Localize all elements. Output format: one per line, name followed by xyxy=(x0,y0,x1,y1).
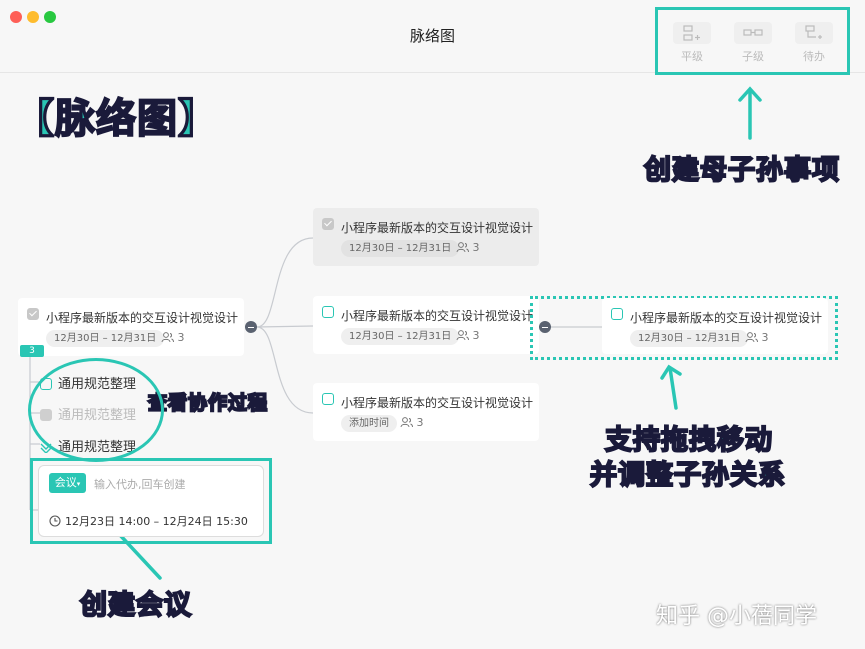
collapse-branch-button[interactable] xyxy=(539,321,551,333)
minimize-window-button[interactable] xyxy=(27,11,39,23)
subtask-count-badge[interactable]: 3 xyxy=(20,345,44,357)
task-title: 小程序最新版本的交互设计视觉设计 xyxy=(341,396,534,410)
todo-node-icon xyxy=(795,22,833,44)
task-members[interactable]: 3 xyxy=(161,331,185,344)
node-toolbar: 平级 子级 待办 xyxy=(655,7,850,75)
add-child-button[interactable]: 子级 xyxy=(728,22,778,64)
meeting-type-dropdown[interactable]: 会议▾ xyxy=(49,473,86,493)
meeting-highlight-box xyxy=(30,458,272,544)
members-icon xyxy=(745,332,758,343)
window-title: 脉络图 xyxy=(409,27,455,45)
members-count: 3 xyxy=(416,416,424,429)
clock-icon xyxy=(49,515,61,527)
add-time-button[interactable]: 添加时间 xyxy=(341,415,397,432)
members-icon xyxy=(161,332,174,343)
view-collab-annotation: 查看协作过程 xyxy=(147,391,269,415)
close-window-button[interactable] xyxy=(10,11,22,23)
collapse-branch-button[interactable] xyxy=(245,321,257,333)
add-sibling-button[interactable]: 平级 xyxy=(667,22,717,64)
title-bar: 脉络图 xyxy=(0,0,865,73)
task-checkbox[interactable] xyxy=(27,308,39,320)
create-meeting-annotation: 创建会议 xyxy=(79,589,192,622)
drag-highlight-box xyxy=(530,296,838,360)
task-checkbox[interactable] xyxy=(322,306,334,318)
drag-move-annotation-2: 并调整子孙关系 xyxy=(589,459,786,492)
task-checkbox[interactable] xyxy=(322,218,334,230)
meeting-type-label: 会议 xyxy=(54,476,77,489)
members-count: 3 xyxy=(177,331,185,344)
add-sibling-label: 平级 xyxy=(681,50,703,63)
members-count: 3 xyxy=(761,331,769,344)
task-date-range[interactable]: 12月30日 – 12月31日 xyxy=(341,240,460,257)
task-date-range[interactable]: 12月30日 – 12月31日 xyxy=(46,330,165,347)
meeting-creator: 会议▾ 输入代办,回车创建 12月23日 14:00 – 12月24日 15:3… xyxy=(38,465,264,537)
task-members[interactable]: 3 xyxy=(400,416,424,429)
task-title: 小程序最新版本的交互设计视觉设计 xyxy=(341,221,534,235)
members-count: 3 xyxy=(472,241,480,254)
drag-move-annotation-1: 支持拖拽移动 xyxy=(604,424,773,457)
task-checkbox[interactable] xyxy=(611,308,623,320)
task-title: 小程序最新版本的交互设计视觉设计 xyxy=(630,311,823,325)
members-icon xyxy=(456,330,469,341)
task-date-range[interactable]: 12月30日 – 12月31日 xyxy=(341,328,460,345)
branch-task-card[interactable]: 小程序最新版本的交互设计视觉设计 添加时间 3 xyxy=(313,383,539,441)
chevron-down-icon: ▾ xyxy=(76,480,81,488)
header-annotation: 【脉络图】 xyxy=(13,95,219,143)
members-count: 3 xyxy=(472,329,480,342)
create-children-annotation: 创建母子孙事项 xyxy=(643,154,840,187)
branch-task-card[interactable]: 小程序最新版本的交互设计视觉设计 12月30日 – 12月31日 3 xyxy=(313,208,539,266)
add-child-label: 子级 xyxy=(742,50,764,63)
child-task-card[interactable]: 小程序最新版本的交互设计视觉设计 12月30日 – 12月31日 3 xyxy=(602,298,828,354)
meeting-time-range[interactable]: 12月23日 14:00 – 12月24日 15:30 xyxy=(49,513,248,529)
members-icon xyxy=(400,417,413,428)
branch-task-card[interactable]: 小程序最新版本的交互设计视觉设计 12月30日 – 12月31日 3 xyxy=(313,296,539,354)
meeting-time-text: 12月23日 14:00 – 12月24日 15:30 xyxy=(65,515,248,528)
task-title: 小程序最新版本的交互设计视觉设计 xyxy=(341,309,534,323)
task-members[interactable]: 3 xyxy=(456,241,480,254)
maximize-window-button[interactable] xyxy=(44,11,56,23)
meeting-todo-input[interactable]: 输入代办,回车创建 xyxy=(94,478,186,491)
sibling-node-icon xyxy=(673,22,711,44)
task-members[interactable]: 3 xyxy=(456,329,480,342)
task-members[interactable]: 3 xyxy=(745,331,769,344)
watermark: 知乎 @小蓓同学 xyxy=(656,604,817,629)
task-checkbox[interactable] xyxy=(322,393,334,405)
root-task-card[interactable]: 小程序最新版本的交互设计视觉设计 12月30日 – 12月31日 3 xyxy=(18,298,244,356)
members-icon xyxy=(456,242,469,253)
task-date-range[interactable]: 12月30日 – 12月31日 xyxy=(630,330,749,347)
task-title: 小程序最新版本的交互设计视觉设计 xyxy=(46,311,239,325)
add-todo-label: 待办 xyxy=(803,50,825,63)
collab-highlight-circle xyxy=(28,358,164,462)
add-todo-button[interactable]: 待办 xyxy=(789,22,839,64)
child-node-icon xyxy=(734,22,772,44)
